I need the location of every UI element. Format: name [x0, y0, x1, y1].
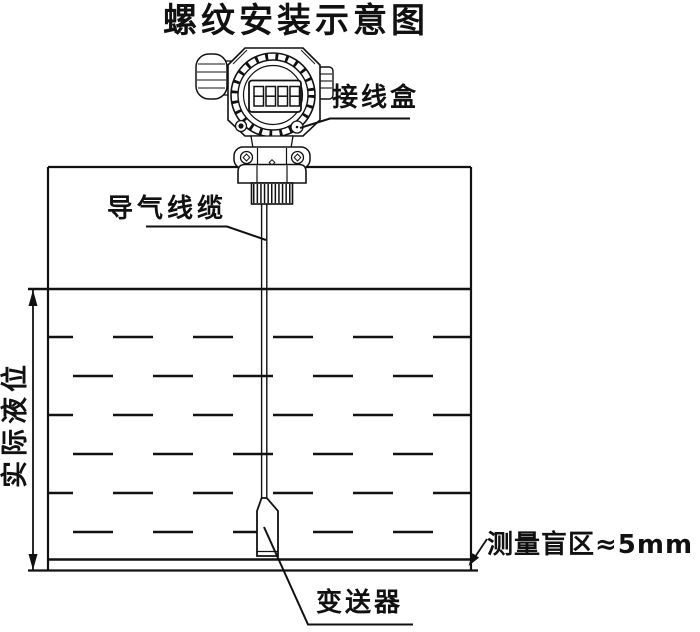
- level-dimension: [28, 290, 38, 570]
- housing-neck: [250, 135, 294, 149]
- arrow-up-icon: [28, 290, 38, 306]
- leader-transmitter: [263, 526, 413, 626]
- arrow-down-icon: [28, 554, 38, 570]
- threaded-stub: [250, 182, 294, 205]
- liquid: [28, 287, 471, 534]
- label-actual-level: 实际液位: [0, 360, 31, 488]
- process-flange: [233, 146, 311, 170]
- label-transmitter: 变送器: [316, 588, 404, 618]
- label-junction-box: 接线盒: [332, 83, 420, 113]
- display-lcd: [248, 79, 302, 113]
- vent-cable-line: [260, 204, 268, 500]
- arrow-down-left-icon: [468, 553, 480, 566]
- diagram-title: 螺纹安装示意图: [163, 1, 429, 41]
- label-blind-zone: 测量盲区≈5mm: [487, 530, 694, 560]
- leader-vent-cable: [146, 225, 267, 241]
- conduit-connector: [317, 66, 334, 100]
- leader-lines: [146, 117, 488, 626]
- probe-body: [256, 497, 279, 557]
- leader-junction-box: [299, 117, 410, 129]
- transmitter-head: [195, 47, 334, 205]
- lcd-digit-cells: [253, 85, 301, 107]
- hex-nut: [237, 163, 307, 184]
- label-vent-cable: 导气线缆: [107, 194, 228, 224]
- tank-bottom: [28, 558, 478, 572]
